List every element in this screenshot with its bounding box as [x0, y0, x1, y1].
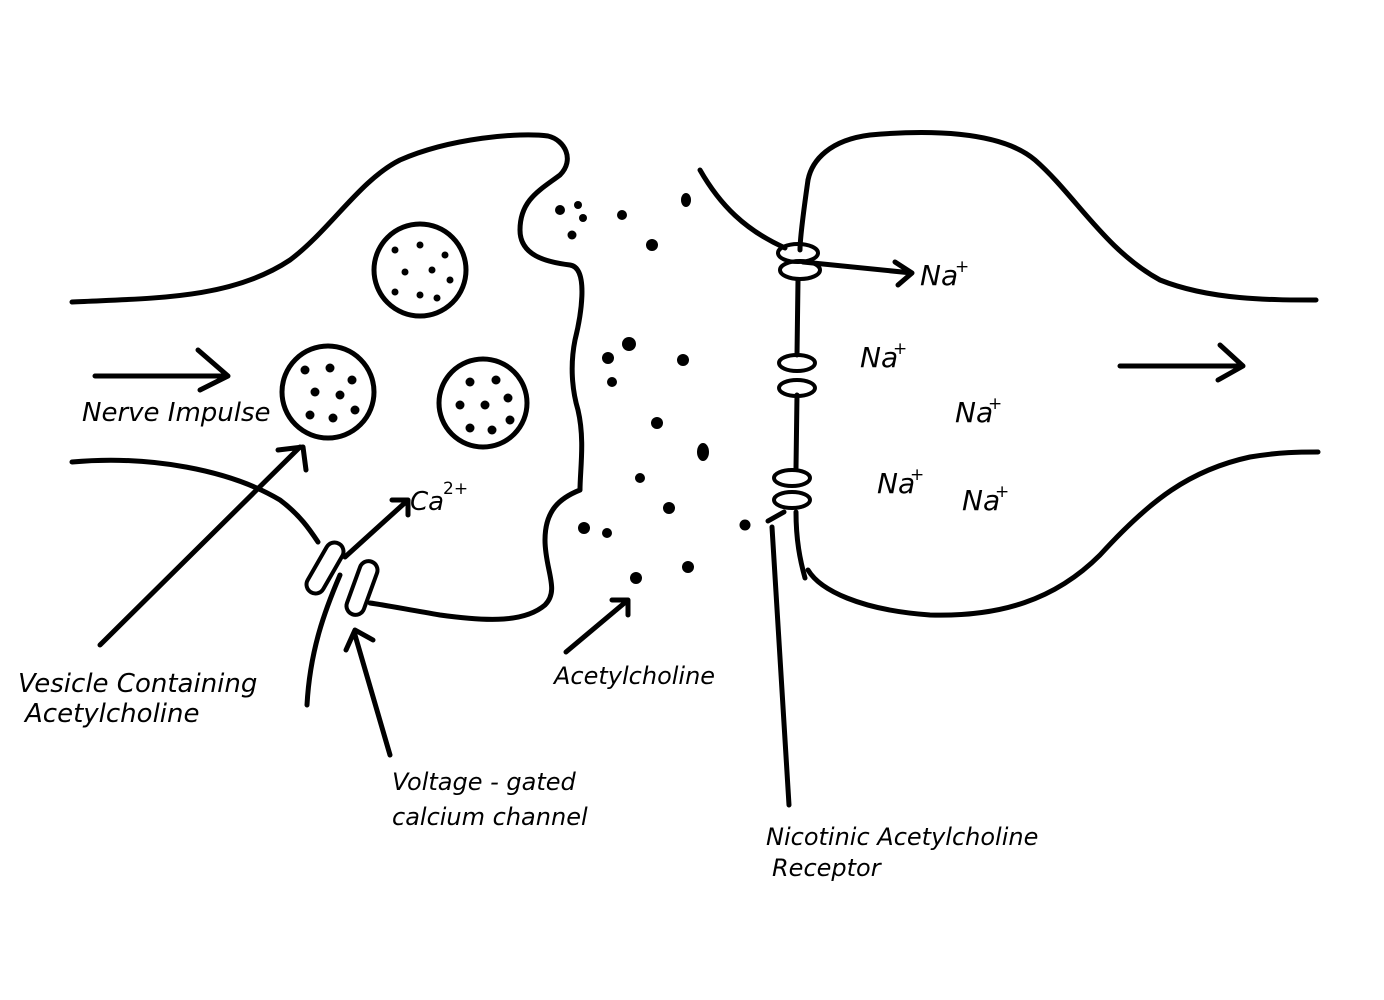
vgcc-label-line2: calcium channel [392, 803, 588, 831]
acetylcholine-molecules [555, 193, 751, 584]
presynaptic-axon-lower [304, 572, 343, 708]
sodium-ion-3-charge: + [988, 394, 1002, 414]
receptor-bottom [772, 468, 812, 510]
nerve-impulse-arrow [92, 347, 231, 393]
vesicle-top [371, 221, 469, 319]
voltage-gated-calcium-channel [304, 540, 380, 617]
vesicle-left [279, 343, 377, 441]
vesicle-right [436, 356, 530, 450]
calcium-influx-arrow [342, 497, 411, 560]
receptor-pointer-line [765, 509, 792, 808]
sodium-ion-2: Na [860, 341, 898, 374]
sodium-ion-5-charge: + [995, 482, 1009, 502]
acetylcholine-pointer-arrow [563, 597, 631, 655]
sodium-ion-4-charge: + [910, 465, 924, 485]
vesicle-label-line1: Vesicle Containing [18, 669, 257, 699]
sodium-ion-1-charge: + [955, 257, 969, 277]
nerve-impulse-label: Nerve Impulse [82, 398, 271, 428]
receptor-label-line1: Nicotinic Acetylcholine [766, 823, 1038, 851]
vesicle-pointer-arrow [97, 444, 309, 648]
calcium-ion-charge: 2+ [443, 479, 468, 499]
acetylcholine-label: Acetylcholine [552, 662, 715, 690]
sodium-ion-4: Na [877, 467, 915, 500]
sodium-ion-2-charge: + [893, 339, 907, 359]
postsynaptic-membrane-left [793, 177, 811, 581]
postsynaptic-membrane-top-left [697, 167, 788, 251]
calcium-ion-label: Ca [410, 487, 444, 517]
sodium-ion-1: Na [920, 259, 958, 292]
receptor-top [776, 242, 822, 281]
sodium-ion-5: Na [962, 484, 1000, 517]
receptor-label-line2: Receptor [772, 854, 883, 882]
vgcc-pointer-arrow [343, 627, 393, 758]
output-impulse-arrow [1117, 342, 1246, 383]
postsynaptic-membrane-main [805, 130, 1319, 303]
postsynaptic-membrane-bottom [805, 449, 1321, 618]
sodium-influx-arrow [800, 259, 915, 288]
receptor-middle [777, 353, 817, 398]
vgcc-label-line1: Voltage - gated [392, 768, 577, 796]
presynaptic-membrane-top [69, 132, 585, 622]
sodium-ion-3: Na [955, 396, 993, 429]
vesicle-label-line2: Acetylcholine [23, 699, 199, 729]
presynaptic-membrane-bottom [69, 457, 321, 545]
